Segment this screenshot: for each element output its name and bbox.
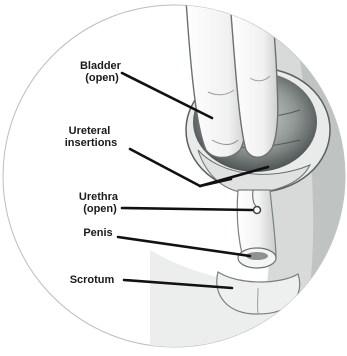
scrotum-label: Scrotum <box>70 274 115 286</box>
ureteral-insertions-label: Ureteral insertions <box>65 125 118 149</box>
bladder-label: Bladder (open) <box>80 60 124 84</box>
penis-label: Penis <box>83 227 112 239</box>
urethra-label: Urethra (open) <box>79 191 121 215</box>
